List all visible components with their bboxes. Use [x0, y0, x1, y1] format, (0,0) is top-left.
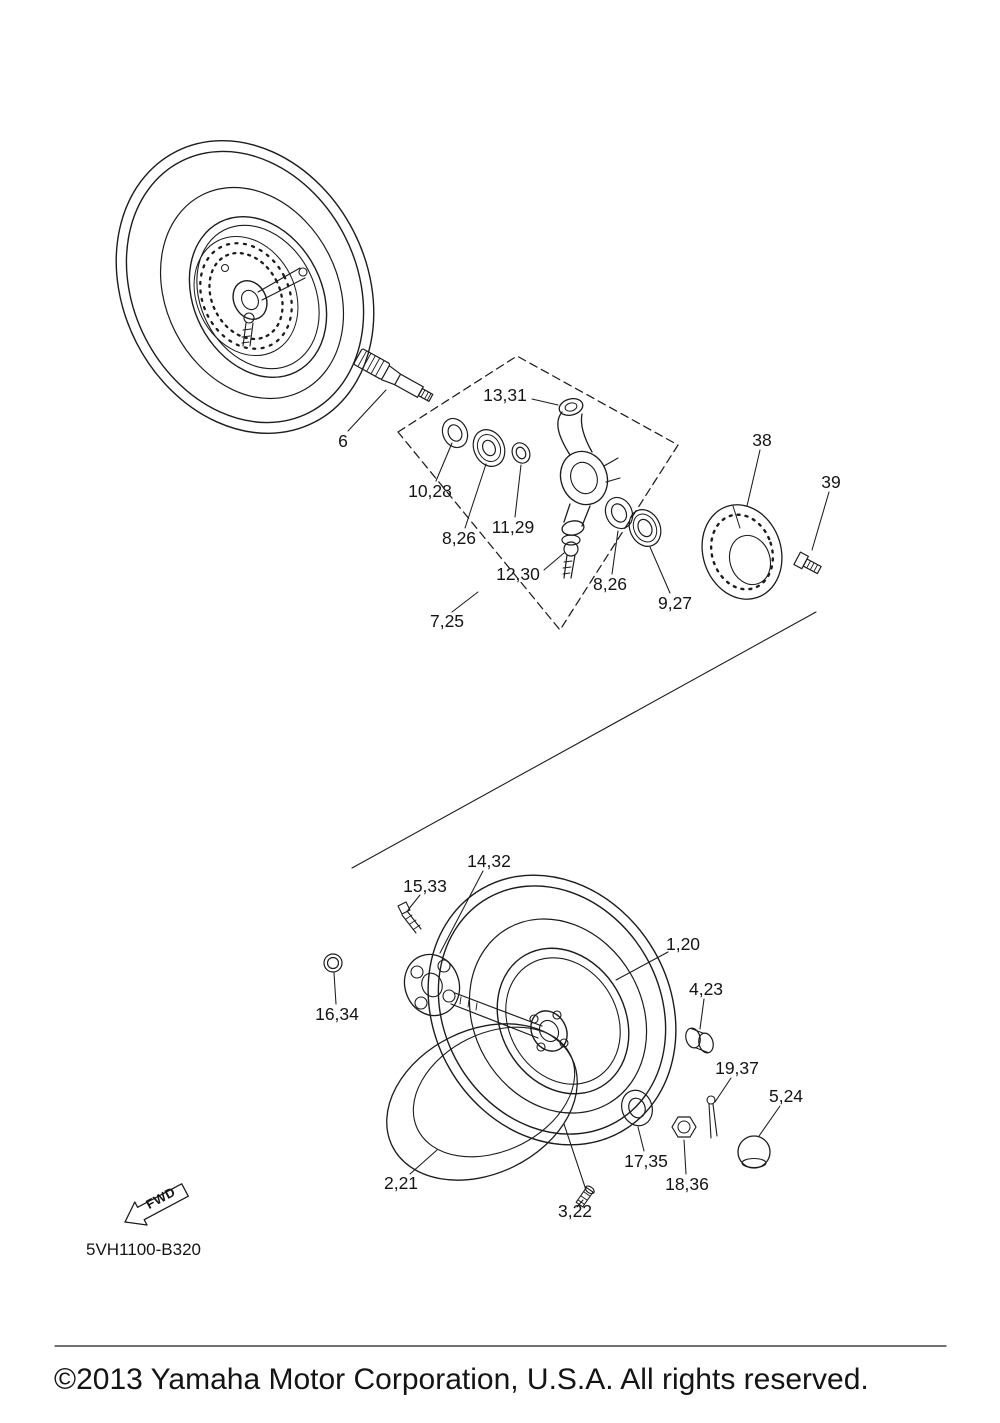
assembly-axis-line: [351, 611, 817, 869]
part-label-9-27: 9,27: [658, 593, 692, 613]
part-label-15-33: 15,33: [403, 876, 447, 896]
brake-disc-holes-outer: [199, 242, 293, 350]
wheel-spindle: [353, 348, 434, 402]
part-label-17-35: 17,35: [624, 1151, 668, 1171]
disc-guard: [701, 504, 783, 600]
hub-ball-stud: [241, 312, 255, 347]
steering-knuckle: [557, 398, 621, 536]
part-label-13-31: 13,31: [483, 385, 527, 405]
fwd-arrow-label: FWD: [143, 1184, 178, 1212]
part-label-3-22: 3,22: [558, 1201, 592, 1221]
part-label-19-37: 19,37: [715, 1058, 759, 1078]
washer-17-35: [621, 1089, 653, 1127]
part-label-39: 39: [821, 472, 840, 492]
part-label-8-26b: 8,26: [593, 574, 627, 594]
part-label-12-30: 12,30: [496, 564, 540, 584]
part-label-10-28: 10,28: [408, 481, 452, 501]
part-label-6: 6: [338, 431, 348, 451]
part-label-4-23: 4,23: [689, 979, 723, 999]
part-label-16-34: 16,34: [315, 1004, 359, 1024]
guard-bolt: [793, 551, 822, 575]
part-label-38: 38: [752, 430, 771, 450]
part-label-5-24: 5,24: [769, 1086, 803, 1106]
drawing-code: 5VH1100-B320: [86, 1240, 201, 1259]
wheel-hub-14-32: [403, 953, 543, 1039]
tire-front-half-2-21: [386, 1023, 578, 1181]
part-label-18-36: 18,36: [665, 1174, 709, 1194]
copyright-text: ©2013 Yamaha Motor Corporation, U.S.A. A…: [54, 1363, 869, 1396]
wheel-rim-1-20: [496, 947, 630, 1095]
part-label-2-21: 2,21: [384, 1173, 418, 1193]
hub-cap-5-24: [737, 1135, 771, 1169]
part-label-7-25: 7,25: [430, 611, 464, 631]
collar-11-29: [511, 442, 531, 464]
hub-bolt-15-33: [397, 901, 422, 934]
brake-disc-holes-inner: [208, 251, 284, 341]
o-ring-16-34: [323, 953, 343, 973]
dashed-group-outline: [397, 355, 679, 631]
cotter-pin-19-37: [706, 1095, 718, 1139]
front-wheel-assembly: [427, 874, 677, 1146]
collar-4-23: [685, 1027, 714, 1054]
part-label-1-20: 1,20: [666, 934, 700, 954]
part-label-14-32: 14,32: [467, 851, 511, 871]
fwd-arrow: FWD: [124, 1183, 189, 1226]
part-label-8-26a: 8,26: [442, 528, 476, 548]
part-label-11-29: 11,29: [492, 517, 535, 537]
part-labels: 13,31 6 38 39 10,28 8,26 11,29 12,30 8,2…: [315, 385, 841, 1221]
bearing-9-27: [628, 509, 662, 547]
knuckle-top-washer-13-31: [558, 398, 584, 416]
bearing-8-26-left: [472, 429, 506, 467]
axle-nut-18-36: [671, 1116, 697, 1138]
oil-seal-8-26-right: [604, 496, 634, 530]
washer-10-28: [441, 417, 469, 449]
front-wheel-top-illustration: [115, 139, 375, 435]
disc-guard-holes: [709, 513, 775, 591]
leader-lines: [333, 389, 830, 1208]
valve-stem-3-22: [563, 1123, 595, 1208]
ball-joint-12-30: [561, 534, 581, 579]
